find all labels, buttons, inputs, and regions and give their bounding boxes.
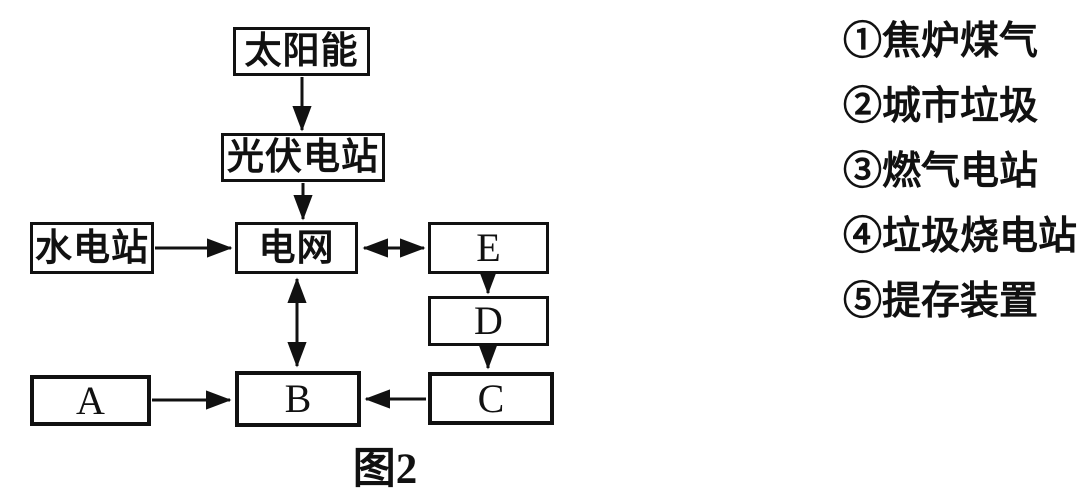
legend-item-4: ④垃圾烧电站 xyxy=(843,214,1078,258)
node-hydropower-station: 水电站 xyxy=(30,222,154,274)
legend-item-5: ⑤提存装置 xyxy=(843,279,1039,323)
node-d: D xyxy=(428,296,549,346)
node-b: B xyxy=(235,371,361,427)
legend-item-3: ③燃气电站 xyxy=(843,149,1039,193)
node-photovoltaic-station: 光伏电站 xyxy=(221,133,385,182)
node-e: E xyxy=(428,222,549,274)
figure-caption: 图2 xyxy=(352,446,418,492)
legend-item-2: ②城市垃圾 xyxy=(843,84,1039,128)
node-a: A xyxy=(30,375,151,426)
node-c: C xyxy=(428,372,554,425)
legend: ①焦炉煤气 ②城市垃圾 ③燃气电站 ④垃圾烧电站 ⑤提存装置 xyxy=(843,5,1078,330)
node-solar-energy: 太阳能 xyxy=(233,27,370,76)
legend-item-1: ①焦炉煤气 xyxy=(843,19,1039,63)
node-power-grid: 电网 xyxy=(235,222,358,274)
